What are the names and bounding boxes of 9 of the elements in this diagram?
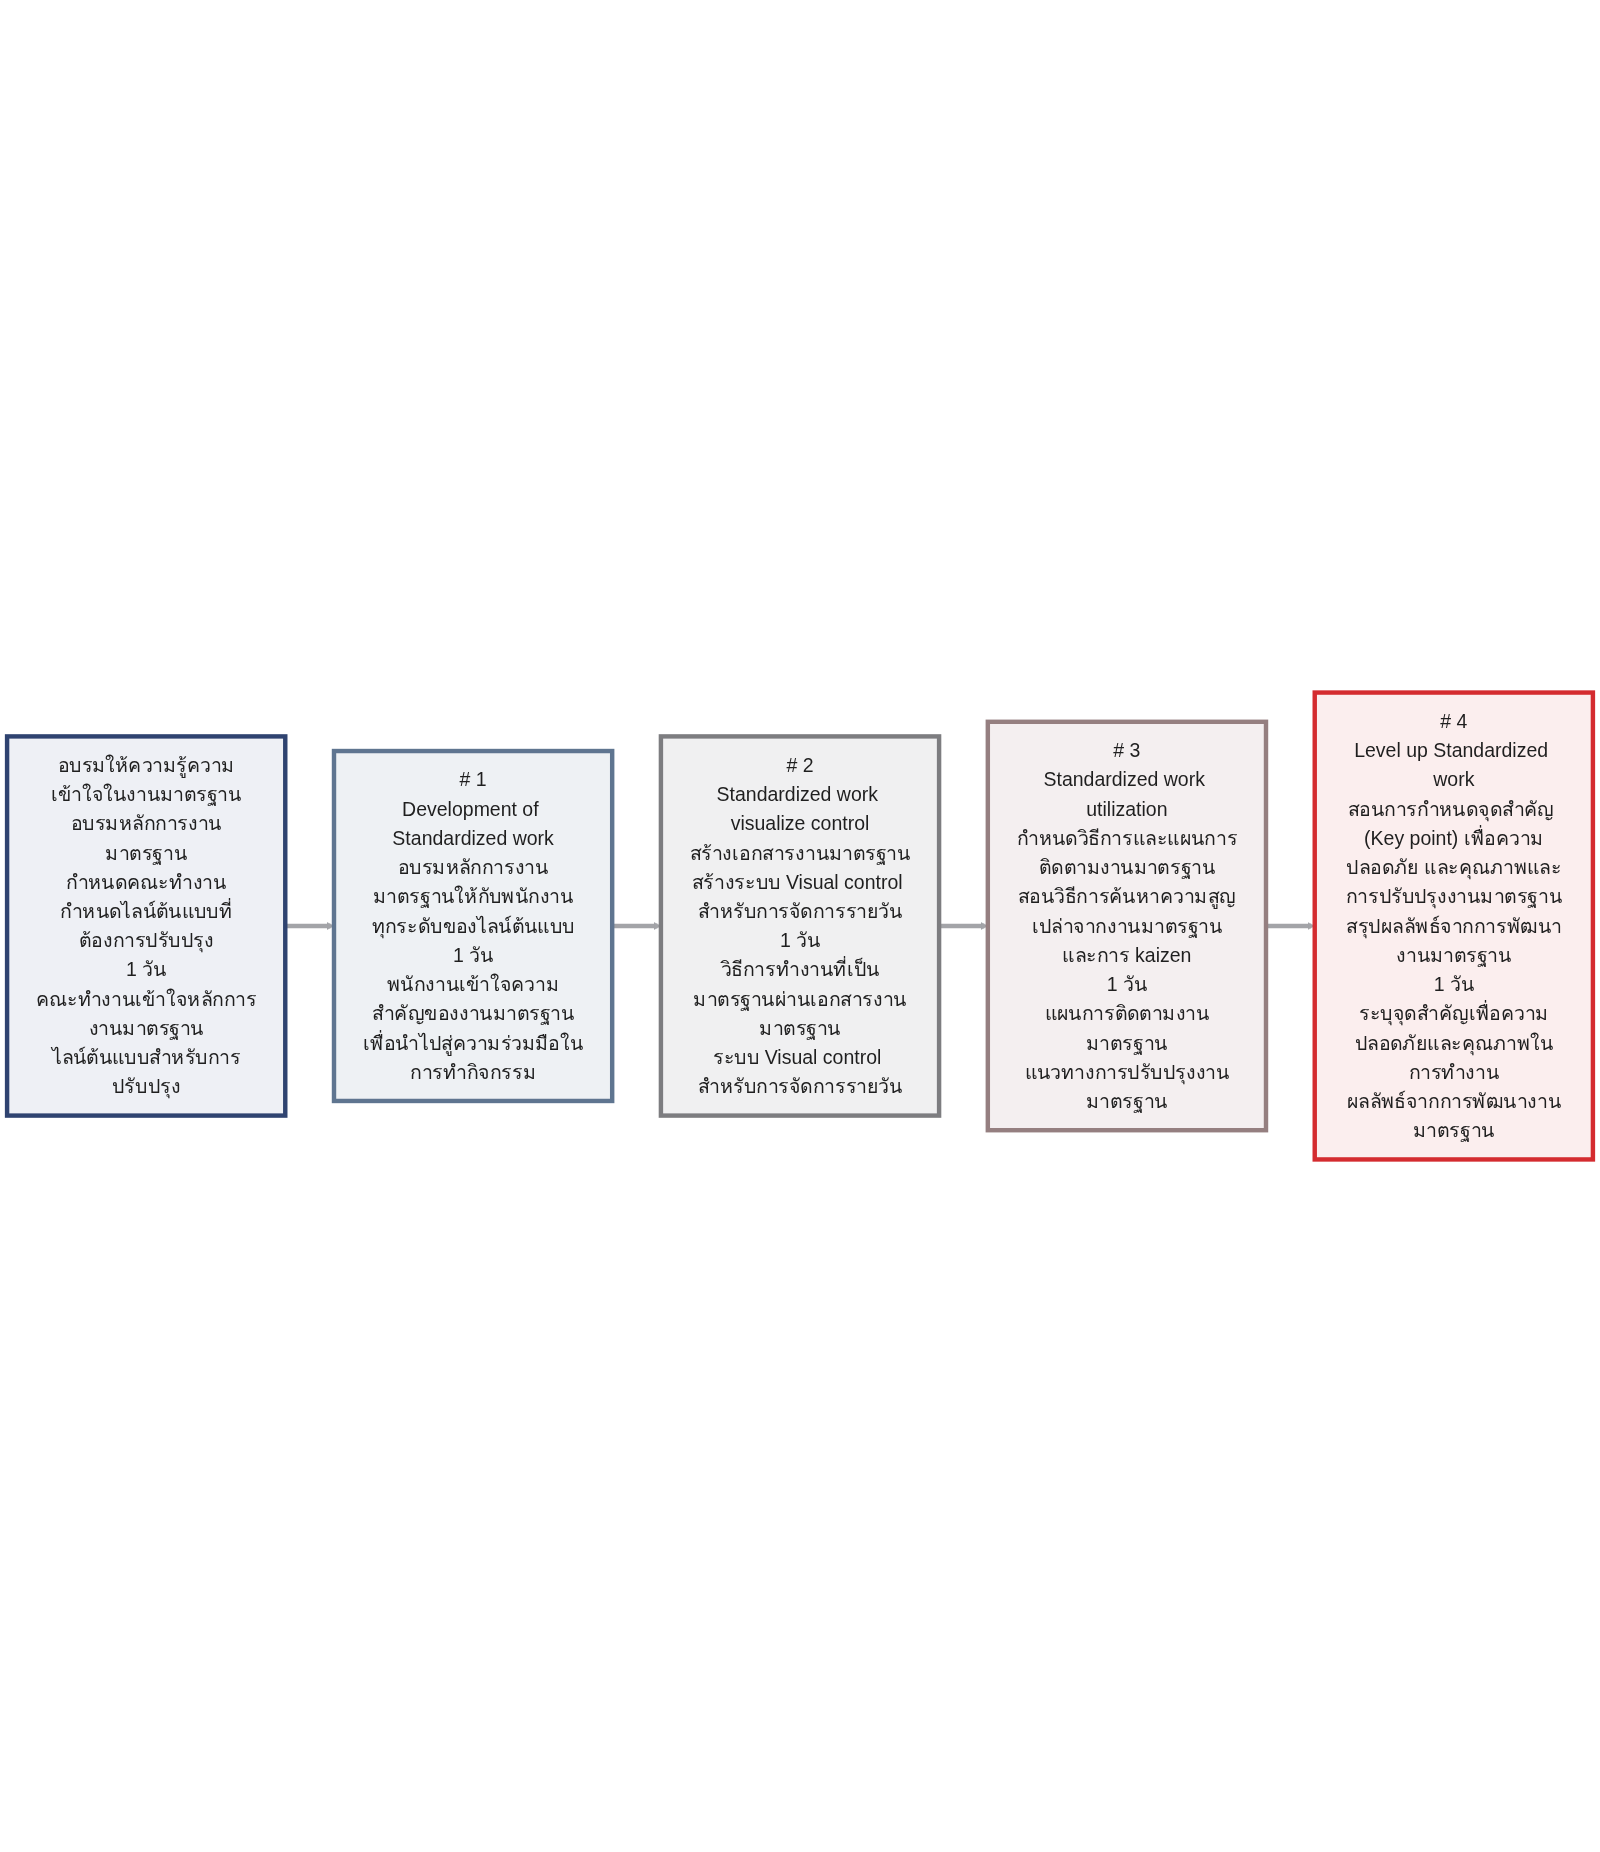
- node-box: # 2 Standardized work visualize control สร้างเอกสารงานมาตรฐาน สร้างระบบ Visual control สำหรับการจัดการรายวัน 1 วัน วิธีการทำงานที่เป็นมาตรฐานผ่านเอกสารงานมาตรฐาน ระบบ Visual control สำหรับการจัดการรายวัน: [658, 734, 942, 1118]
- arrow: [939, 922, 989, 930]
- node-box: # 1 Development of Standardized work อบรมหลักการงานมาตรฐานให้กับพนักงานทุกระดับของไลน์ต้นแบบ 1 วัน พนักงานเข้าใจความสำคัญของงานมาตรฐานเพื่อนำไปสู่ความร่วมมือในการทำกิจกรรม: [331, 748, 615, 1104]
- node-box: # 3 Standardized work utilization กำหนดวิธีการและแผนการติดตามงานมาตรฐาน สอนวิธีการค้นหาความสูญเปล่าจากงานมาตรฐานและการ kaizen 1 วัน แผนการติดตามงานมาตรฐาน แนวทางการปรับปรุงงานมาตรฐาน: [985, 719, 1269, 1133]
- arrow: [285, 922, 335, 930]
- node-box: อบรมให้ความรู้ความเข้าใจในงานมาตรฐาน อบรมหลักการงานมาตรฐาน กำหนดคณะทำงาน กำหนดไลน์ต้นแบบที่ต้องการปรับปรุง 1 วัน คณะทำงานเข้าใจหลักการงานมาตรฐาน ไลน์ต้นแบบสำหรับการปรับปรุง: [4, 734, 288, 1118]
- node-box: # 4 Level up Standardized work สอนการกำหนดจุดสำคัญ (Key point) เพื่อความปลอดภัย และคุณภาพและการปรับปรุงงานมาตรฐาน สรุปผลลัพธ์จากการพัฒนางานมาตรฐาน 1 วัน ระบุจุดสำคัญเพื่อความปลอดภัยและคุณภาพในการทำงาน ผลลัพธ์จากการพัฒนางานมาตรฐาน: [1312, 690, 1596, 1162]
- arrow: [612, 922, 662, 930]
- arrow: [1266, 922, 1316, 930]
